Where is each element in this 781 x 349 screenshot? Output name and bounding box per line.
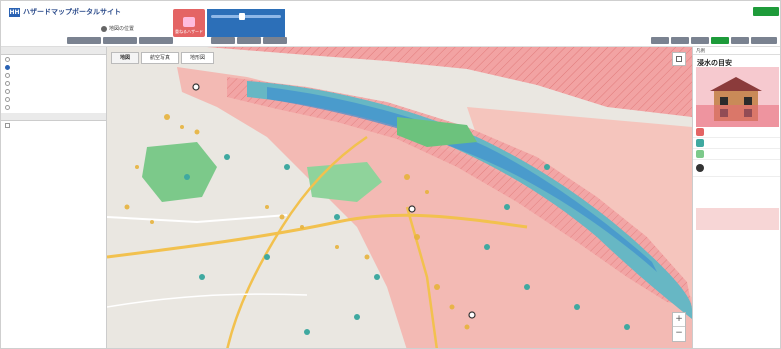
map-view[interactable]: 地図 航空写真 地形図 + − (107, 47, 692, 348)
map-canvas (107, 47, 692, 348)
map-type-tabs: 地図 航空写真 地形図 (111, 52, 215, 64)
radio-icon (5, 88, 10, 94)
house-window (720, 97, 728, 105)
header: HH ハザードマップポータルサイト 地図の位置 重ねるハザード (1, 1, 780, 47)
map-marker-2 (408, 205, 416, 213)
note-line (698, 224, 777, 229)
radio-selected-icon (5, 64, 10, 70)
left-section-header-2 (1, 113, 106, 121)
park-3 (397, 117, 477, 147)
opacity-panel (207, 9, 285, 37)
road-1 (107, 213, 528, 259)
legend-item-2 (693, 138, 780, 149)
house-window (744, 97, 752, 105)
flood-zone-main (177, 67, 692, 348)
tab-terrain[interactable]: 地形図 (181, 52, 215, 64)
toolbar-button-12[interactable] (751, 37, 777, 44)
flood-zone-top (207, 47, 692, 117)
toolbar-button-3[interactable] (139, 37, 173, 44)
fullscreen-icon (676, 56, 682, 62)
legend-description (693, 177, 780, 206)
login-button[interactable] (753, 7, 779, 16)
toolbar-button-10[interactable] (711, 37, 729, 44)
hazard-icon (183, 17, 195, 27)
map-marker-3 (468, 311, 476, 319)
evacuation-site-icon (696, 150, 704, 158)
locate-label: 地図の位置 (109, 26, 135, 32)
shelter-marks (184, 154, 630, 335)
legend-item-4 (693, 160, 780, 177)
fullscreen-button[interactable] (672, 52, 686, 66)
park-1 (142, 142, 217, 202)
radio-icon (5, 80, 10, 86)
legend-item-3 (693, 149, 780, 160)
road-3 (107, 214, 288, 224)
slider-knob[interactable] (239, 13, 245, 20)
flood-depth-title: 浸水の目安 (697, 59, 732, 67)
road-2 (226, 135, 368, 348)
location-pin-icon (101, 25, 107, 32)
toolbar-button-4[interactable] (211, 37, 235, 44)
flood-depth-illustration (696, 67, 779, 127)
toolbar-button-2[interactable] (103, 37, 137, 44)
toolbar-button-6[interactable] (263, 37, 287, 44)
left-section-header-1 (1, 47, 106, 55)
tab-aerial[interactable]: 航空写真 (141, 52, 180, 64)
legend-panel: 凡例 浸水の目安 (692, 47, 780, 348)
opacity-slider[interactable] (211, 13, 281, 20)
radio-option-3[interactable] (1, 71, 106, 79)
site-title: ハザードマップポータルサイト (23, 8, 121, 16)
road-5 (107, 293, 308, 308)
radio-option-1[interactable] (1, 55, 106, 63)
zoom-in-button[interactable]: + (673, 313, 685, 327)
toolbar-button-9[interactable] (691, 37, 709, 44)
river-core (267, 87, 657, 272)
toolbar-button-8[interactable] (671, 37, 689, 44)
radio-option-2[interactable] (1, 63, 106, 71)
toolbar-button-5[interactable] (237, 37, 261, 44)
radio-icon (5, 96, 10, 102)
legend-note-block (696, 208, 779, 230)
shelter-landslide-icon (696, 139, 704, 147)
tab-map[interactable]: 地図 (111, 52, 140, 64)
checkbox-option[interactable] (1, 121, 106, 129)
left-panel (1, 47, 107, 348)
checkbox-icon (5, 122, 10, 128)
radio-option-5[interactable] (1, 87, 106, 95)
road-4 (405, 206, 438, 348)
radio-option-7[interactable] (1, 103, 106, 111)
legend-panel-header: 凡例 (693, 47, 780, 55)
landslide-marks (124, 114, 470, 330)
toolbar (1, 37, 780, 47)
facility-marker-icon (696, 164, 704, 172)
radio-icon (5, 72, 10, 78)
radio-option-6[interactable] (1, 95, 106, 103)
map-marker-1 (192, 83, 200, 91)
locate-button[interactable]: 地図の位置 (101, 25, 134, 32)
site-logo[interactable]: HH ハザードマップポータルサイト (9, 7, 121, 17)
hazard-label: 重ねるハザード (175, 29, 203, 34)
flood-water-level (696, 105, 779, 127)
shelter-flood-icon (696, 128, 704, 136)
radio-icon (5, 104, 10, 110)
toolbar-button-11[interactable] (731, 37, 749, 44)
zoom-control: + − (672, 312, 686, 342)
radio-option-4[interactable] (1, 79, 106, 87)
hazard-layer-button[interactable]: 重ねるハザード (173, 9, 205, 37)
house-roof (710, 77, 762, 91)
legend-item-1 (693, 127, 780, 138)
toolbar-button-7[interactable] (651, 37, 669, 44)
zoom-out-button[interactable]: − (675, 328, 683, 338)
radio-icon (5, 56, 10, 62)
description-line (696, 199, 779, 204)
toolbar-button-1[interactable] (67, 37, 101, 44)
logo-mark: HH (9, 7, 20, 17)
